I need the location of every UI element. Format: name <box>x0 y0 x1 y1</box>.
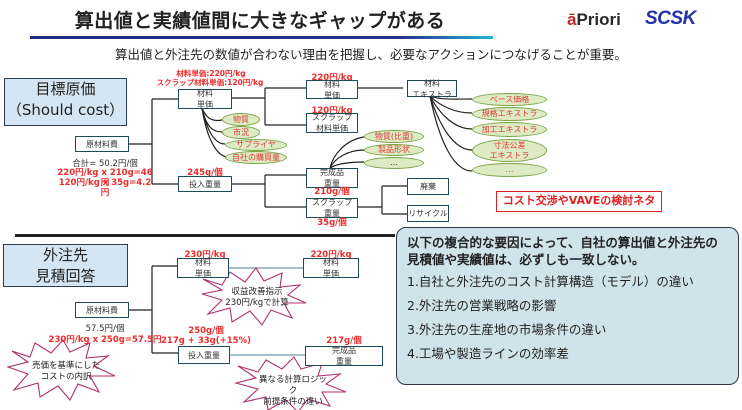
ref-unit-price-box: 材料単価 <box>303 258 359 278</box>
scrap-recycle-box: リサイクル <box>407 205 449 222</box>
supplier-total: 57.5円/個 <box>85 324 125 334</box>
explanation-callout: 以下の複合的な要因によって、自社の算出値と外注先の見積値や実績値は、必ずしも一致… <box>396 227 739 385</box>
supplier-quote-label: 外注先 見積回答 <box>3 244 128 287</box>
should-cost-total: 合計= 50.2円/個 <box>72 159 138 169</box>
supplier-input-weight-label-1: 250g/個 <box>188 326 224 336</box>
unit-price-note-2: スクラップ材料単価:120円/kg <box>156 78 264 87</box>
finished-weight-box: 完成品重量 <box>306 168 358 188</box>
explanation-lead: 以下の複合的な要因によって、自社の算出値と外注先の見積値や実績値は、必ずしも一致… <box>407 235 718 267</box>
factor-purchase-volume: 自社の購買量 <box>225 151 287 164</box>
unit-price-note-1: 材料単価:220円/kg <box>176 69 246 78</box>
raw-material-cost-box: 原材料費 <box>75 136 129 152</box>
scrap-weight-label: 35g/個 <box>317 218 347 228</box>
burst-shape-mid <box>201 267 307 326</box>
burst-shape-left <box>6 339 116 401</box>
scrap-weight-box: スクラップ重量 <box>306 198 358 218</box>
page-title: 算出値と実績値間に大きなギャップがある <box>74 10 446 32</box>
burst-left-text: 売価を基準にしたコストの内訳 <box>31 361 100 382</box>
cost-negotiation-tag: コスト交渉やVAVEの検討ネタ <box>496 191 662 212</box>
material-price-label: 220円/kg <box>311 73 353 83</box>
scsk-logo: SCSK <box>645 8 696 29</box>
supplier-raw-material-cost-box: 原材料費 <box>75 302 129 318</box>
finished-weight-label: 210g/個 <box>314 187 350 197</box>
burst-shape-bottom <box>233 356 347 410</box>
should-cost-calc-1: 220円/kg x 210g=46円 <box>57 168 153 188</box>
explanation-item: 1.自社と外注先のコスト計算構造（モデル）の違い <box>407 274 694 289</box>
supplier-calc: 230円/kg x 250g=57.5円 <box>48 335 162 345</box>
extra-spec: 規格エキストラ <box>472 107 547 121</box>
supplier-unit-price-label: 230円/kg <box>184 250 226 260</box>
finished-factor-density: 物質(比重) <box>364 130 424 143</box>
extra-base-price: ベース価格 <box>472 93 547 106</box>
subtitle: 算出値と外注先の数値が合わない理由を把握し、必要なアクションにつなげることが重要… <box>115 47 627 62</box>
explanation-item: 2.外注先の営業戦略の影響 <box>407 298 557 313</box>
extra-tolerance: 寸法公差 エキストラ <box>472 139 547 162</box>
supplier-finished-weight-label: 217g/個 <box>326 336 362 346</box>
input-weight-label: 245g/個 <box>187 168 223 178</box>
factor-supplier: サプライヤ <box>225 139 287 151</box>
material-unit-price-box: 材料単価 <box>306 80 358 100</box>
ref-unit-price-label: 220円/kg <box>310 250 352 260</box>
supplier-finished-weight-box: 完成品重量 <box>305 346 383 366</box>
extra-processing: 加工エキストラ <box>472 122 547 137</box>
should-cost-calc-2: 120円/kg x 35g=4.2円 <box>58 178 152 198</box>
finished-factor-shape: 製品形状 <box>364 144 424 156</box>
factor-market: 市況 <box>222 126 260 139</box>
supplier-unit-price-box: 材料単価 <box>177 258 229 278</box>
should-cost-label: 目標原価 （Should cost） <box>4 78 127 126</box>
scrap-price-label: 120円/kg <box>311 106 353 116</box>
material-extra-box: 材料エキストラ <box>407 79 457 99</box>
explanation-item: 3.外注先の生産地の市場条件の違い <box>407 322 607 337</box>
burst-bottom-text: 異なる計算ロジック前提条件の違い <box>258 375 327 407</box>
apriori-logo: āPriori <box>567 10 621 29</box>
scrap-disposal-box: 廃棄 <box>407 178 449 195</box>
section-divider <box>15 234 395 237</box>
finished-factor-more: … <box>364 157 424 169</box>
supplier-input-weight-label-2: 217g + 33g(+15%) <box>160 336 252 346</box>
factor-material: 物質 <box>222 113 260 126</box>
explanation-item: 4.工場や製造ラインの効率差 <box>407 346 569 361</box>
unit-price-box: 材料単価 <box>178 89 232 109</box>
input-weight-box: 投入重量 <box>178 176 232 192</box>
supplier-input-weight-box: 投入重量 <box>178 346 230 364</box>
scrap-material-price-box: スクラップ材料単価 <box>306 113 358 133</box>
header-divider <box>30 36 493 39</box>
extra-more: … <box>472 163 547 177</box>
